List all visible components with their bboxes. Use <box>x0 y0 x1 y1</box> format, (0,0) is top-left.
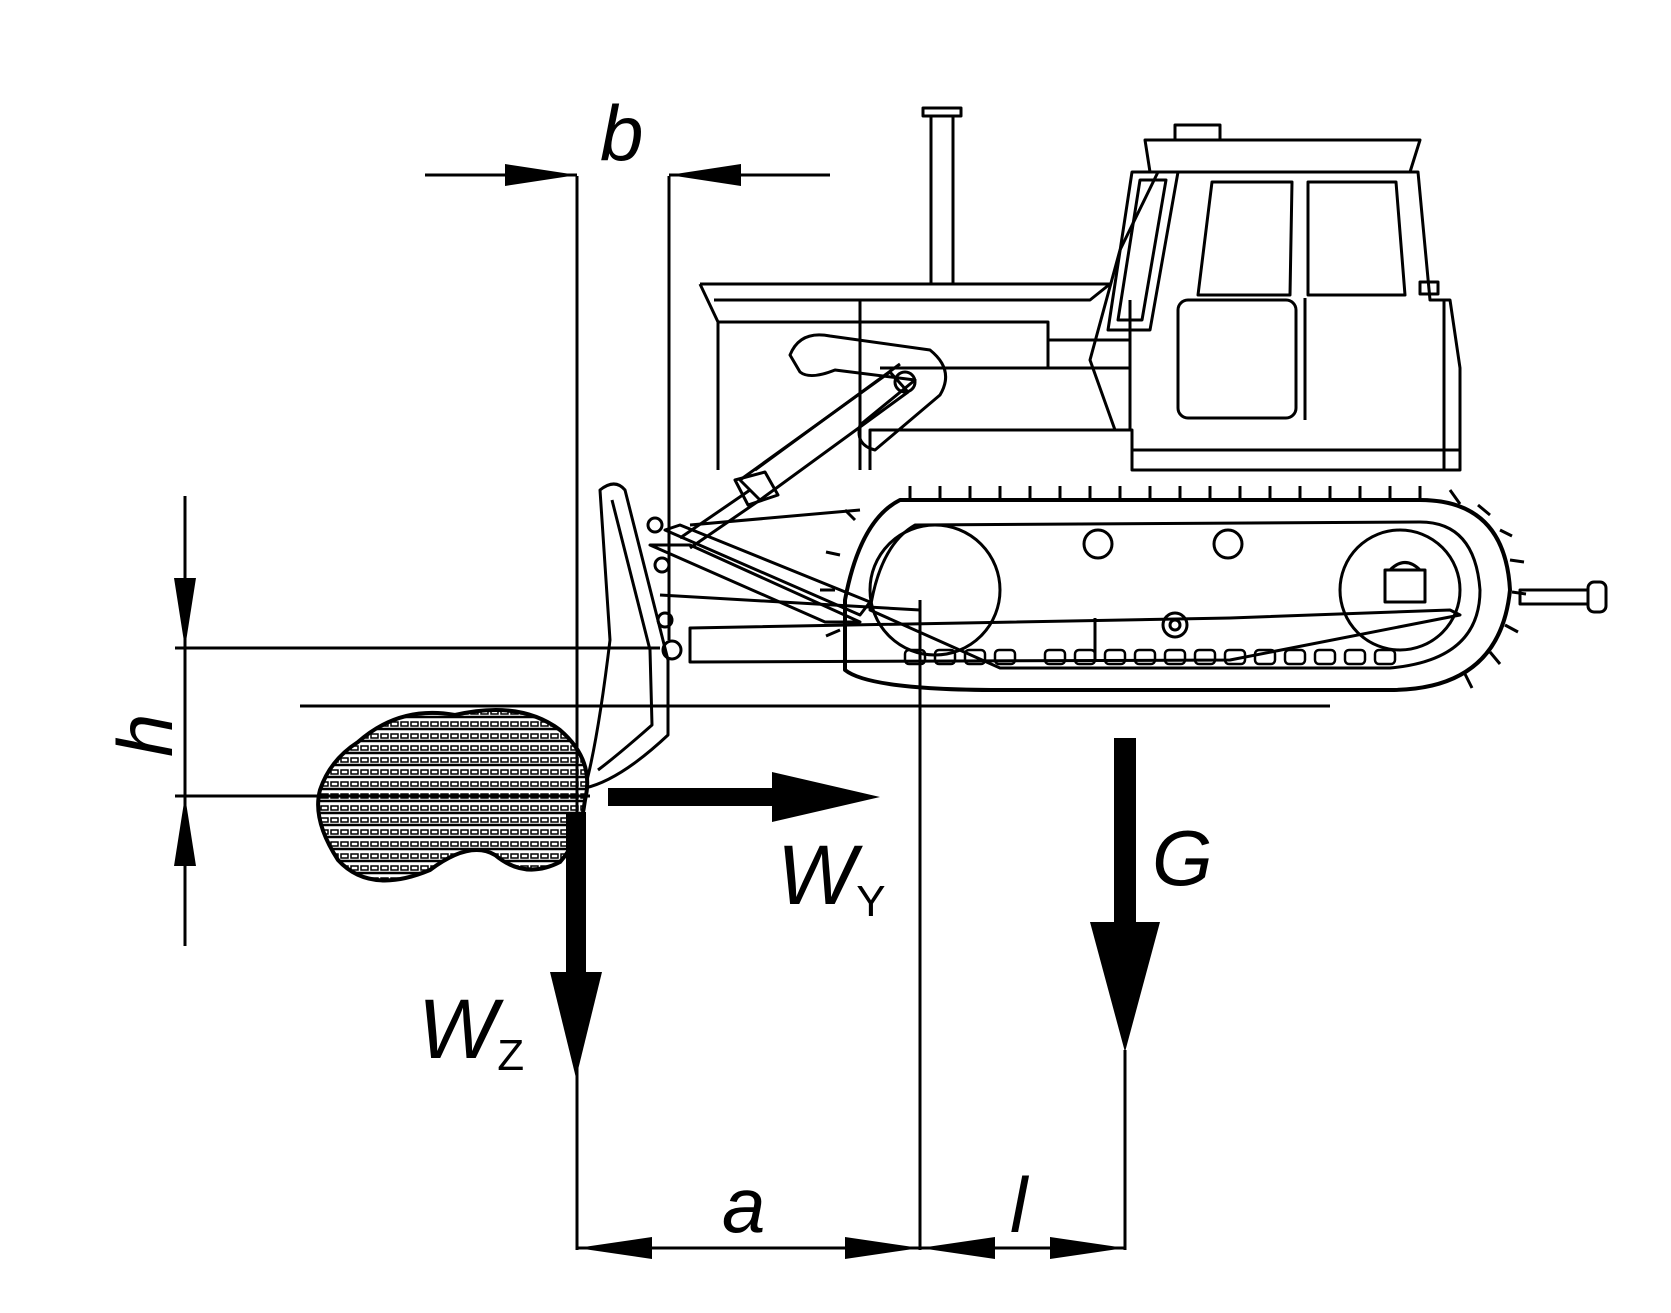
sprocket-wheel <box>868 523 1002 657</box>
label-wy-sub: Y <box>856 877 885 926</box>
h-arrow-top <box>174 578 196 648</box>
l-arrow-left <box>920 1237 995 1259</box>
b-arrow-left <box>505 164 577 186</box>
label-g: G <box>1152 814 1213 902</box>
crawler-track <box>688 486 1608 692</box>
roller-2 <box>1212 528 1244 560</box>
idler-wheel <box>1338 528 1462 652</box>
track-grousers <box>820 486 1527 689</box>
label-wz: WZ <box>418 982 524 1080</box>
force-arrow-g <box>1090 738 1160 1052</box>
force-arrow-wy <box>608 772 880 822</box>
label-a: a <box>722 1161 765 1249</box>
label-wz-main: W <box>418 982 504 1076</box>
b-arrow-right <box>669 164 741 186</box>
cab <box>1088 123 1462 472</box>
dimension-arrowheads <box>174 164 1125 1259</box>
force-arrow-wz <box>550 812 602 1078</box>
label-wy-main: W <box>777 828 863 922</box>
push-arm <box>648 508 921 624</box>
dozer-blade <box>583 482 683 790</box>
a-arrow-left <box>577 1237 652 1259</box>
label-wz-sub: Z <box>497 1031 524 1080</box>
label-wy: WY <box>777 828 886 926</box>
exhaust-stack <box>921 106 963 286</box>
h-arrow-bottom <box>174 796 196 866</box>
track-links <box>903 648 1397 666</box>
bulldozer <box>300 106 1608 790</box>
label-l: l <box>1010 1161 1030 1249</box>
l-arrow-right <box>1050 1237 1125 1259</box>
label-b: b <box>600 89 643 177</box>
label-h: h <box>101 714 189 757</box>
roller-1 <box>1082 528 1114 560</box>
rear-hitch <box>1518 580 1608 614</box>
a-arrow-right <box>845 1237 920 1259</box>
